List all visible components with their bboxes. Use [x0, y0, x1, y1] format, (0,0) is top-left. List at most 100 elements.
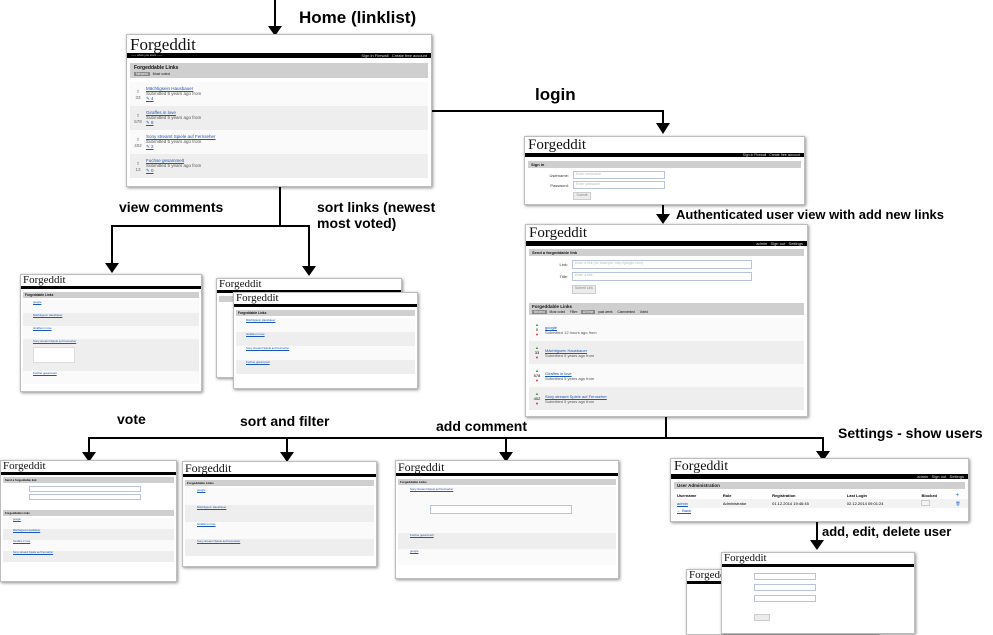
password-input[interactable] — [754, 584, 816, 591]
upvote-icon[interactable]: ⇧ — [136, 112, 140, 118]
upvote-icon[interactable]: ▲ — [535, 391, 539, 396]
list-item: Mächtigsein Hausbauer — [185, 505, 374, 522]
connector-admin — [816, 515, 818, 542]
filter-commented[interactable]: Commented — [617, 310, 635, 314]
logo: Forgeddit — [689, 569, 732, 581]
link-title[interactable]: Fuchse gesammelt — [146, 158, 185, 163]
connector-branch-left — [111, 225, 113, 265]
upvote-icon[interactable]: ▲ — [535, 368, 539, 373]
comments-link[interactable]: ✎ 2 — [146, 144, 154, 149]
user-link[interactable]: admin — [677, 501, 688, 506]
list-item: Sony streamt Spiele auf Fernseher — [185, 539, 374, 556]
comments-link[interactable]: ✎ 8 — [146, 120, 154, 125]
link-title[interactable]: google — [545, 324, 558, 330]
section-title: Forgeddable Links Newest Most voted Filt… — [529, 303, 804, 315]
list-item: Mächtigsein Hausbauer — [3, 529, 174, 540]
link-title[interactable]: Giraffes in love — [146, 110, 176, 115]
title-input[interactable] — [29, 494, 141, 500]
connector-sort — [286, 437, 288, 454]
filter-most-voted[interactable]: Most voted — [549, 310, 566, 314]
sort-newest-button[interactable]: Newest — [134, 72, 150, 76]
list-item: Giraffes in love — [23, 326, 199, 339]
downvote-icon[interactable]: ▼ — [535, 332, 539, 337]
submit-button[interactable]: Submit — [573, 192, 591, 200]
downvote-icon[interactable]: ▼ — [535, 401, 539, 406]
filter-past-week[interactable]: past week — [598, 310, 613, 314]
list-item: Mächtigsein Hausbauer — [23, 313, 199, 326]
link-title[interactable]: Mächtigsein Hausbauer — [146, 86, 194, 91]
link-title[interactable]: Giraffes in love — [545, 370, 572, 376]
list-item: google — [23, 300, 199, 313]
logo: Forgeddit — [219, 278, 262, 290]
nav-links[interactable]: Sign in Firewall Create free account — [361, 53, 427, 58]
upvote-icon[interactable]: ▲ — [535, 345, 539, 350]
back-link[interactable]: ← Back — [677, 508, 692, 513]
connector-comment — [505, 437, 507, 454]
label-settings: Settings - show users — [838, 425, 983, 441]
username-input[interactable] — [754, 573, 816, 580]
top-bar: ~~~ what you want ~~~ Sign in Firewall C… — [127, 53, 431, 58]
list-item: Fuchse gesammelt — [23, 371, 199, 384]
top-bar — [1, 472, 176, 475]
logo: Forgeddit — [674, 459, 729, 474]
top-bar: admin Sign out Settings — [526, 241, 807, 246]
connector-vote — [88, 437, 90, 454]
upvote-icon[interactable]: ⇧ — [136, 88, 140, 94]
logo: Forgeddit — [398, 460, 445, 474]
link-input[interactable]: Enter a link (for example: http://google… — [572, 260, 752, 269]
top-bar — [21, 286, 201, 289]
filter-voted[interactable]: Voted — [639, 310, 648, 314]
logo: Forgeddit — [130, 35, 196, 54]
upvote-icon[interactable]: ▲ — [535, 322, 539, 327]
comments-link[interactable]: ✎ 4 — [146, 96, 154, 101]
list-item: Fuchse gesammelt — [398, 533, 616, 549]
nav-links[interactable]: admin Sign out Settings — [756, 241, 803, 246]
list-item: Giraffes in love — [3, 540, 174, 551]
upvote-icon[interactable]: ⇧ — [136, 160, 140, 166]
downvote-icon[interactable]: ▼ — [535, 378, 539, 383]
nav-links[interactable]: admin Sign out Settings — [917, 474, 964, 479]
link-title[interactable]: Sony streamt Spiele auf Fernseher — [146, 134, 216, 139]
link-title[interactable]: Sony streamt Spiele auf Fernseher — [545, 393, 607, 399]
blocked-checkbox[interactable] — [921, 500, 931, 506]
label-add-edit-delete: add, edit, delete user — [822, 524, 952, 539]
link-input[interactable] — [29, 486, 141, 492]
label-authenticated: Authenticated user view with add new lin… — [676, 207, 944, 222]
screenshot-settings: Forgeddit admin Sign out Settings User A… — [670, 458, 969, 522]
nav-links[interactable]: Sign in Firewall Create free account — [742, 153, 800, 157]
username-input[interactable]: Enter username — [573, 171, 665, 179]
delete-icon[interactable]: 🗑 — [955, 501, 961, 506]
save-button[interactable] — [754, 614, 770, 621]
list-item: google — [3, 518, 174, 529]
list-item: google — [185, 488, 374, 505]
list-item: google — [398, 549, 616, 565]
title-input[interactable]: Enter a title — [572, 272, 752, 281]
screenshot-vote: Forgeddit Send a forgeddable link Forged… — [0, 460, 177, 582]
comment-input[interactable] — [430, 505, 572, 514]
filter-all-time[interactable]: All time — [580, 310, 596, 314]
downvote-icon[interactable]: ▼ — [535, 355, 539, 360]
role-select[interactable] — [754, 595, 816, 602]
connector-settings — [822, 437, 824, 454]
top-bar: Sign in Firewall Create free account — [525, 153, 804, 157]
list-item: Sony streamt Spiele auf Fernseher — [398, 487, 616, 533]
connector-login-v — [662, 110, 664, 124]
label-sort-links: sort links (newest most voted) — [317, 199, 436, 231]
submit-link-button[interactable]: Submit Link — [572, 285, 596, 294]
screenshot-sort-links-front: Forgeddit Forgeddable Links Mächtigsein … — [233, 292, 418, 389]
tagline: ~~~ what you want ~~~ — [131, 53, 163, 57]
comments-link[interactable]: ✎ 0 — [146, 168, 154, 173]
password-input[interactable]: Enter password — [573, 181, 665, 189]
link-title[interactable]: Mächtigsein Hausbauer — [545, 347, 588, 353]
screenshot-sort-filter: Forgeddit Forgeddable Links google Mächt… — [182, 461, 377, 567]
upvote-icon[interactable]: ⇧ — [136, 136, 140, 142]
sort-most-voted-button[interactable]: Most voted — [152, 72, 170, 76]
section-title: Forgeddable Links — [23, 292, 199, 298]
add-user-icon[interactable]: ＋ — [955, 492, 960, 497]
filter-newest[interactable]: Newest — [532, 310, 547, 314]
list-item: Fuchse gesammelt — [236, 360, 415, 374]
users-table: Username Role Registration Last Login Bl… — [671, 491, 968, 508]
